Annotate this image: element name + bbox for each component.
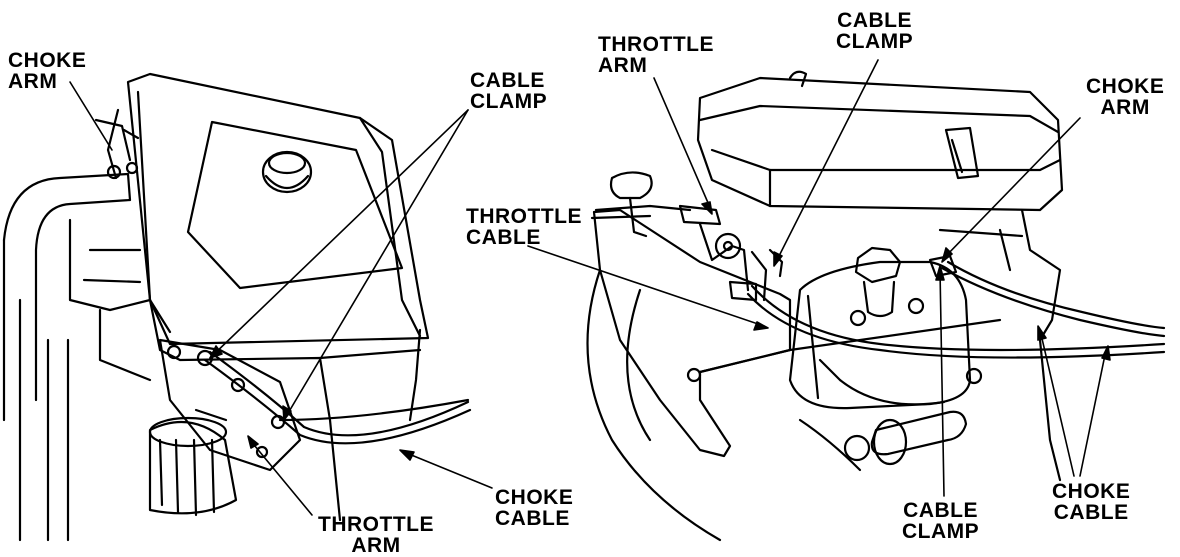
- left-cable-clamp-label: CABLE CLAMP: [470, 69, 548, 113]
- drain-plug: [870, 410, 968, 456]
- left-leaders: [69, 81, 493, 516]
- right-leaders: [527, 59, 1111, 497]
- dipstick-cap: [609, 171, 653, 200]
- right-engine-drawing: [586, 70, 1166, 542]
- mounting-plate: [592, 208, 792, 458]
- left-throttle-arm-label: THROTTLE ARM: [318, 513, 434, 557]
- right-choke-cable-label: CHOKE CABLE: [1052, 480, 1131, 524]
- right-choke-cable: [940, 266, 1166, 338]
- right-throttle-cable: [746, 292, 1166, 359]
- left-choke-cable: [203, 358, 472, 445]
- cover-latch: [944, 126, 980, 180]
- air-cleaner-cover: [126, 72, 430, 346]
- left-engine-drawing: [2, 72, 472, 542]
- left-choke-arm-label: CHOKE ARM: [8, 49, 87, 93]
- left-pipe: [2, 172, 132, 402]
- oil-filter: [148, 420, 238, 515]
- cover-panel: [186, 120, 404, 290]
- lever-bracket: [158, 338, 302, 472]
- muffler: [788, 260, 972, 410]
- right-cable-clamp-top-label: CABLE CLAMP: [836, 9, 914, 53]
- oil-fill-cap: [854, 246, 902, 284]
- left-choke-cable-label: CHOKE CABLE: [495, 486, 574, 530]
- right-throttle-arm-label: THROTTLE ARM: [598, 33, 714, 77]
- left-throttle-cable: [278, 398, 470, 422]
- right-choke-arm-label: CHOKE ARM: [1086, 75, 1165, 119]
- right-throttle-cable-label: THROTTLE CABLE: [466, 205, 582, 249]
- right-cable-clamp-bottom-label: CABLE CLAMP: [902, 499, 980, 543]
- air-cleaner-box: [696, 76, 1064, 212]
